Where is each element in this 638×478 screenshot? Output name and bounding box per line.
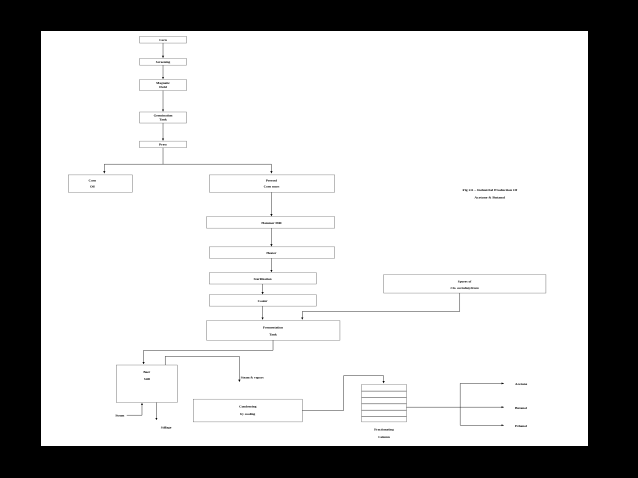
edge-label-steam: Steam xyxy=(115,414,124,418)
node-corn-oil-label-1: Corn xyxy=(88,179,96,183)
node-magnetic-field-label-2: Field xyxy=(159,86,167,90)
node-sterilization: Sterilization xyxy=(209,272,317,285)
edge-label-stillage: Stillage xyxy=(161,426,172,430)
node-germination-tank-label-1: Germination xyxy=(154,114,173,118)
node-heater: Heater xyxy=(209,246,335,259)
node-cooler: Cooler xyxy=(209,294,317,307)
flowchart-canvas: Corn Screening Magnetic Field Germinatio… xyxy=(41,31,588,446)
node-fermentation-tank: Fermentation Tank xyxy=(206,320,341,341)
figure-title-line-1: Fig 2.6 – Industrial Production Of xyxy=(462,188,518,192)
node-corn-oil: Corn Oil xyxy=(68,174,133,193)
node-pressed-corn-mass-label-1: Pressed xyxy=(266,179,277,183)
node-fractionating-column xyxy=(361,384,407,423)
node-germination-tank: Germination Tank xyxy=(139,111,187,124)
node-cooler-label: Cooler xyxy=(258,299,269,303)
node-magnetic-field: Magnetic Field xyxy=(139,79,187,91)
output-acetone-label: Acetone xyxy=(515,382,528,386)
node-hammer-mill-label: Hammer Mill xyxy=(261,221,281,225)
node-hammer-mill: Hammer Mill xyxy=(206,216,335,229)
node-corn: Corn xyxy=(139,36,187,44)
edge-press-split xyxy=(103,147,273,174)
edge-spores-fermentation xyxy=(301,293,460,320)
node-beer-still-label-2: Still xyxy=(144,377,150,381)
output-ethanol-label: Ethanol xyxy=(515,424,527,428)
node-corn-label: Corn xyxy=(159,38,167,42)
node-screening: Screening xyxy=(139,58,187,66)
node-magnetic-field-label-1: Magnetic xyxy=(156,81,170,85)
node-beer-still-label-1: Beer xyxy=(143,370,150,374)
node-condensing-label-1: Condensing xyxy=(239,405,257,409)
node-germination-tank-label-2: Tank xyxy=(159,118,167,122)
node-fractionating-column-label-1: Fractionating xyxy=(374,428,394,432)
node-condensing: Condensing by cooling xyxy=(193,398,303,423)
edge-steam-in xyxy=(126,403,144,416)
edge-condensing-fractionating xyxy=(302,375,385,411)
node-spores-label-2: Clo. acetobutylicum xyxy=(450,286,479,290)
figure-title: Fig 2.6 – Industrial Production Of Aceto… xyxy=(462,188,518,199)
node-spores-label-1: Spores of xyxy=(458,280,473,284)
edge-fermentation-split xyxy=(142,340,274,382)
node-pressed-corn-mass-label-2: Corn mass xyxy=(264,185,281,189)
figure-title-line-2: Acetone & Butanol xyxy=(474,196,505,200)
node-sterilization-label: Sterilization xyxy=(254,277,272,281)
node-press-label: Press xyxy=(159,143,168,147)
node-condensing-label-2: by cooling xyxy=(240,412,255,416)
node-fermentation-tank-label-2: Tank xyxy=(269,333,277,337)
output-butanol-label: Butanol xyxy=(515,406,527,410)
node-pressed-corn-mass: Pressed Corn mass xyxy=(209,174,335,193)
node-spores: Spores of Clo. acetobutylicum xyxy=(383,274,547,294)
node-screening-label: Screening xyxy=(156,60,171,64)
edge-label-steam-vapors: Steam & vapors xyxy=(241,376,265,380)
node-fractionating-column-label-2: Column xyxy=(378,435,390,439)
node-beer-still: Beer Still xyxy=(116,364,178,403)
node-press: Press xyxy=(139,140,187,148)
node-heater-label: Heater xyxy=(266,252,277,256)
node-fermentation-tank-label-1: Fermentation xyxy=(263,326,283,330)
node-corn-oil-label-2: Oil xyxy=(90,185,95,189)
edge-column-products xyxy=(406,382,505,427)
